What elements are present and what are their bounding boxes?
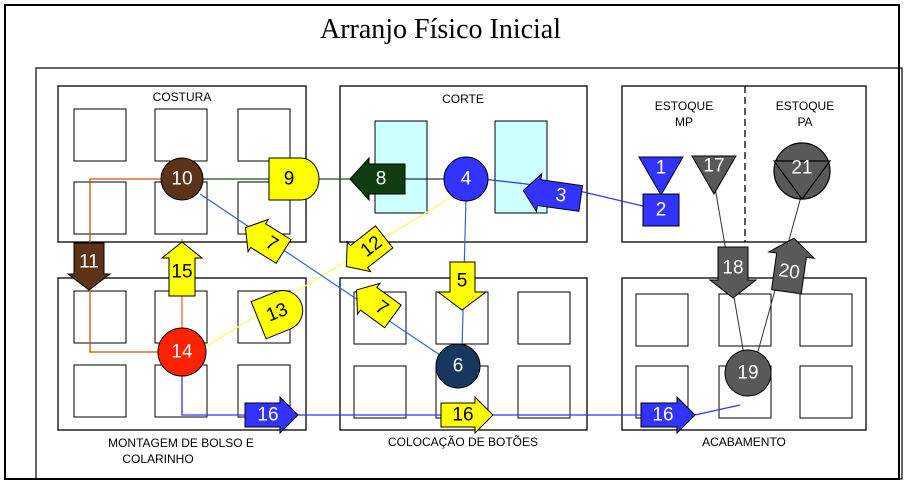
- diagram-title: Arranjo Físico Inicial: [319, 14, 562, 45]
- svg-text:3: 3: [554, 185, 567, 207]
- svg-text:8: 8: [376, 169, 387, 190]
- svg-text:10: 10: [171, 169, 192, 190]
- step-13-delay: 13: [250, 290, 304, 340]
- step-2-square: 2: [642, 193, 680, 227]
- step-5-arrow: 5: [436, 261, 488, 311]
- step-12-arrow: 12: [345, 225, 394, 273]
- step-14-circle: 14: [157, 327, 207, 377]
- svg-text:16: 16: [652, 405, 673, 426]
- flow-line-6-10: [199, 193, 441, 356]
- step-18-arrow: 18: [708, 246, 758, 299]
- step-10-circle: 10: [160, 157, 204, 201]
- step-3-arrow: 3: [522, 172, 584, 213]
- label-estoque-pa-1: ESTOQUE: [776, 99, 834, 113]
- plant-floor: [35, 67, 903, 480]
- svg-text:20: 20: [777, 260, 801, 284]
- step-20-arrow: 20: [767, 237, 816, 295]
- step-9-delay: 9: [268, 157, 320, 201]
- step-21-circle-triangle: 21: [772, 142, 832, 201]
- svg-text:1: 1: [656, 158, 667, 179]
- label-acabamento: ACABAMENTO: [702, 435, 786, 449]
- step-4-circle: 4: [443, 156, 489, 202]
- step-15-arrow: 15: [160, 241, 204, 297]
- step-17-triangle: 17: [691, 155, 737, 195]
- label-montagem-2: COLARINHO: [122, 452, 193, 466]
- label-costura: COSTURA: [153, 90, 212, 104]
- label-estoque-pa-2: PA: [797, 115, 812, 129]
- svg-text:4: 4: [461, 169, 472, 190]
- label-colocacao: COLOCAÇÃO DE BOTÕES: [388, 434, 538, 449]
- step-16-arrow-1: 16: [244, 395, 299, 435]
- svg-text:21: 21: [791, 158, 812, 179]
- svg-text:6: 6: [453, 356, 464, 377]
- flow-line-16: [181, 370, 741, 416]
- svg-text:16: 16: [452, 405, 473, 426]
- svg-text:17: 17: [703, 156, 724, 177]
- step-16-arrow-3: 16: [640, 395, 696, 435]
- area-estoque: [621, 85, 867, 243]
- step-7-arrow-lower: 7: [356, 282, 402, 329]
- svg-text:11: 11: [79, 252, 99, 273]
- svg-text:5: 5: [457, 271, 468, 292]
- svg-text:19: 19: [737, 363, 758, 384]
- label-estoque-mp-1: ESTOQUE: [655, 99, 713, 113]
- step-16-arrow-2: 16: [440, 395, 494, 435]
- svg-text:14: 14: [171, 342, 193, 363]
- step-19-circle: 19: [724, 349, 772, 397]
- svg-text:16: 16: [257, 405, 278, 426]
- step-8-arrow: 8: [349, 156, 406, 202]
- step-1-triangle: 1: [638, 156, 684, 196]
- step-11-arrow: 11: [66, 242, 112, 291]
- svg-text:9: 9: [284, 169, 295, 190]
- step-7-arrow-upper: 7: [244, 218, 292, 265]
- label-montagem-1: MONTAGEM DE BOLSO E: [108, 436, 254, 450]
- svg-text:15: 15: [171, 262, 192, 283]
- label-estoque-mp-2: MP: [675, 115, 693, 129]
- flow-line-4-14: [199, 194, 456, 351]
- svg-text:2: 2: [656, 200, 667, 221]
- area-corte: [339, 85, 588, 243]
- svg-text:18: 18: [722, 258, 743, 279]
- step-6-circle: 6: [435, 343, 481, 389]
- label-corte: CORTE: [442, 92, 484, 106]
